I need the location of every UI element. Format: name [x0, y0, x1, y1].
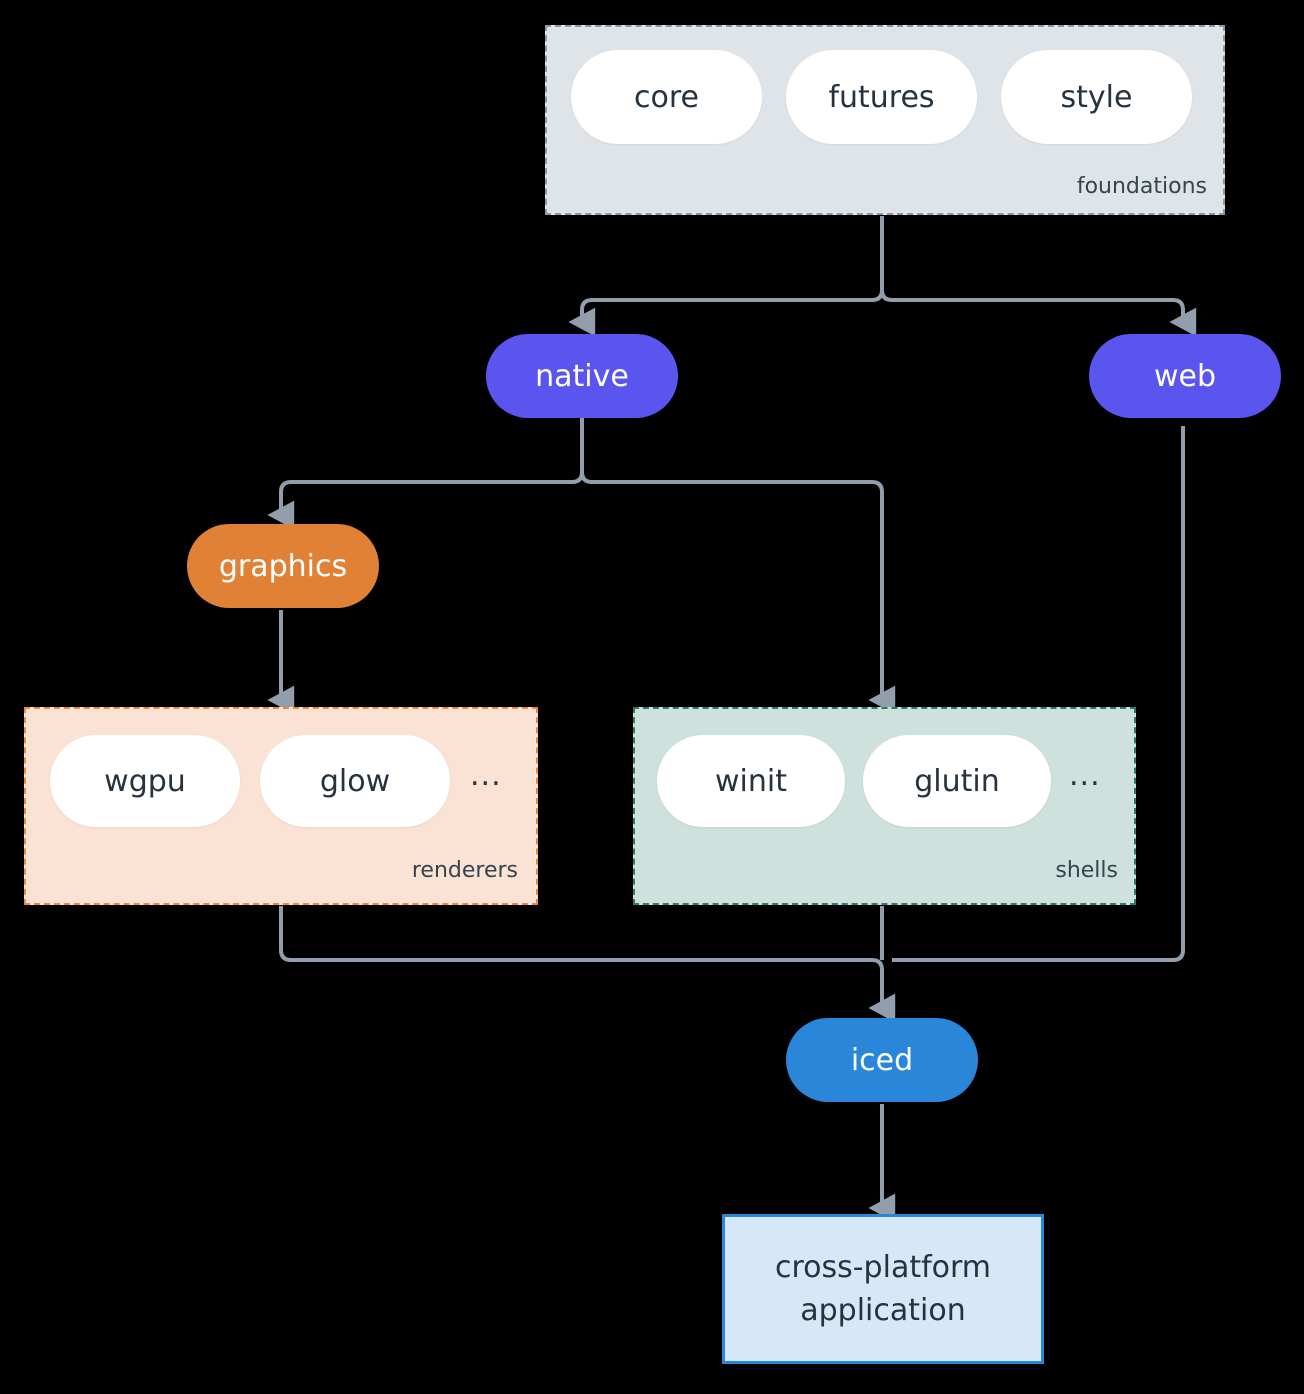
pill-style[interactable]: style [1001, 50, 1192, 144]
pill-label: glutin [914, 763, 1000, 799]
pill-label: futures [828, 79, 935, 115]
node-cross-platform-application[interactable]: cross-platform application [722, 1214, 1044, 1364]
node-label: web [1153, 358, 1217, 394]
renderers-pill-row: wgpu glow ... [50, 735, 520, 827]
pill-glow[interactable]: glow [260, 735, 450, 827]
application-line-1: cross-platform [774, 1249, 992, 1285]
shells-pill-row: winit glutin ... [657, 735, 1117, 827]
shells-ellipsis: ... [1069, 758, 1101, 793]
pill-core[interactable]: core [571, 50, 762, 144]
pill-label: winit [715, 763, 787, 799]
pill-futures[interactable]: futures [786, 50, 977, 144]
node-label: graphics [218, 548, 348, 584]
edge-native-graphics [267, 418, 584, 530]
node-web[interactable]: web [1089, 334, 1281, 418]
node-label: iced [850, 1042, 914, 1078]
node-iced[interactable]: iced [786, 1018, 978, 1102]
node-native[interactable]: native [486, 334, 678, 418]
renderers-ellipsis: ... [470, 758, 502, 793]
edge-native-shells [580, 471, 896, 715]
edge-foundations-web [880, 289, 1197, 337]
application-line-2: application [800, 1293, 966, 1328]
pill-label: core [634, 79, 699, 115]
pill-label: style [1060, 79, 1133, 115]
foundations-pill-row: core futures style [571, 50, 1201, 144]
pill-wgpu[interactable]: wgpu [50, 735, 240, 827]
group-label-shells: shells [1055, 858, 1118, 883]
node-label: native [535, 358, 629, 394]
group-label-foundations: foundations [1076, 174, 1207, 199]
node-graphics[interactable]: graphics [187, 524, 379, 608]
pill-label: wgpu [104, 763, 186, 799]
group-label-renderers: renderers [411, 858, 518, 883]
pill-label: glow [319, 763, 391, 799]
edge-foundations-native [568, 216, 884, 337]
pill-glutin[interactable]: glutin [863, 735, 1051, 827]
edge-renderers-iced [279, 906, 896, 1023]
pill-winit[interactable]: winit [657, 735, 845, 827]
